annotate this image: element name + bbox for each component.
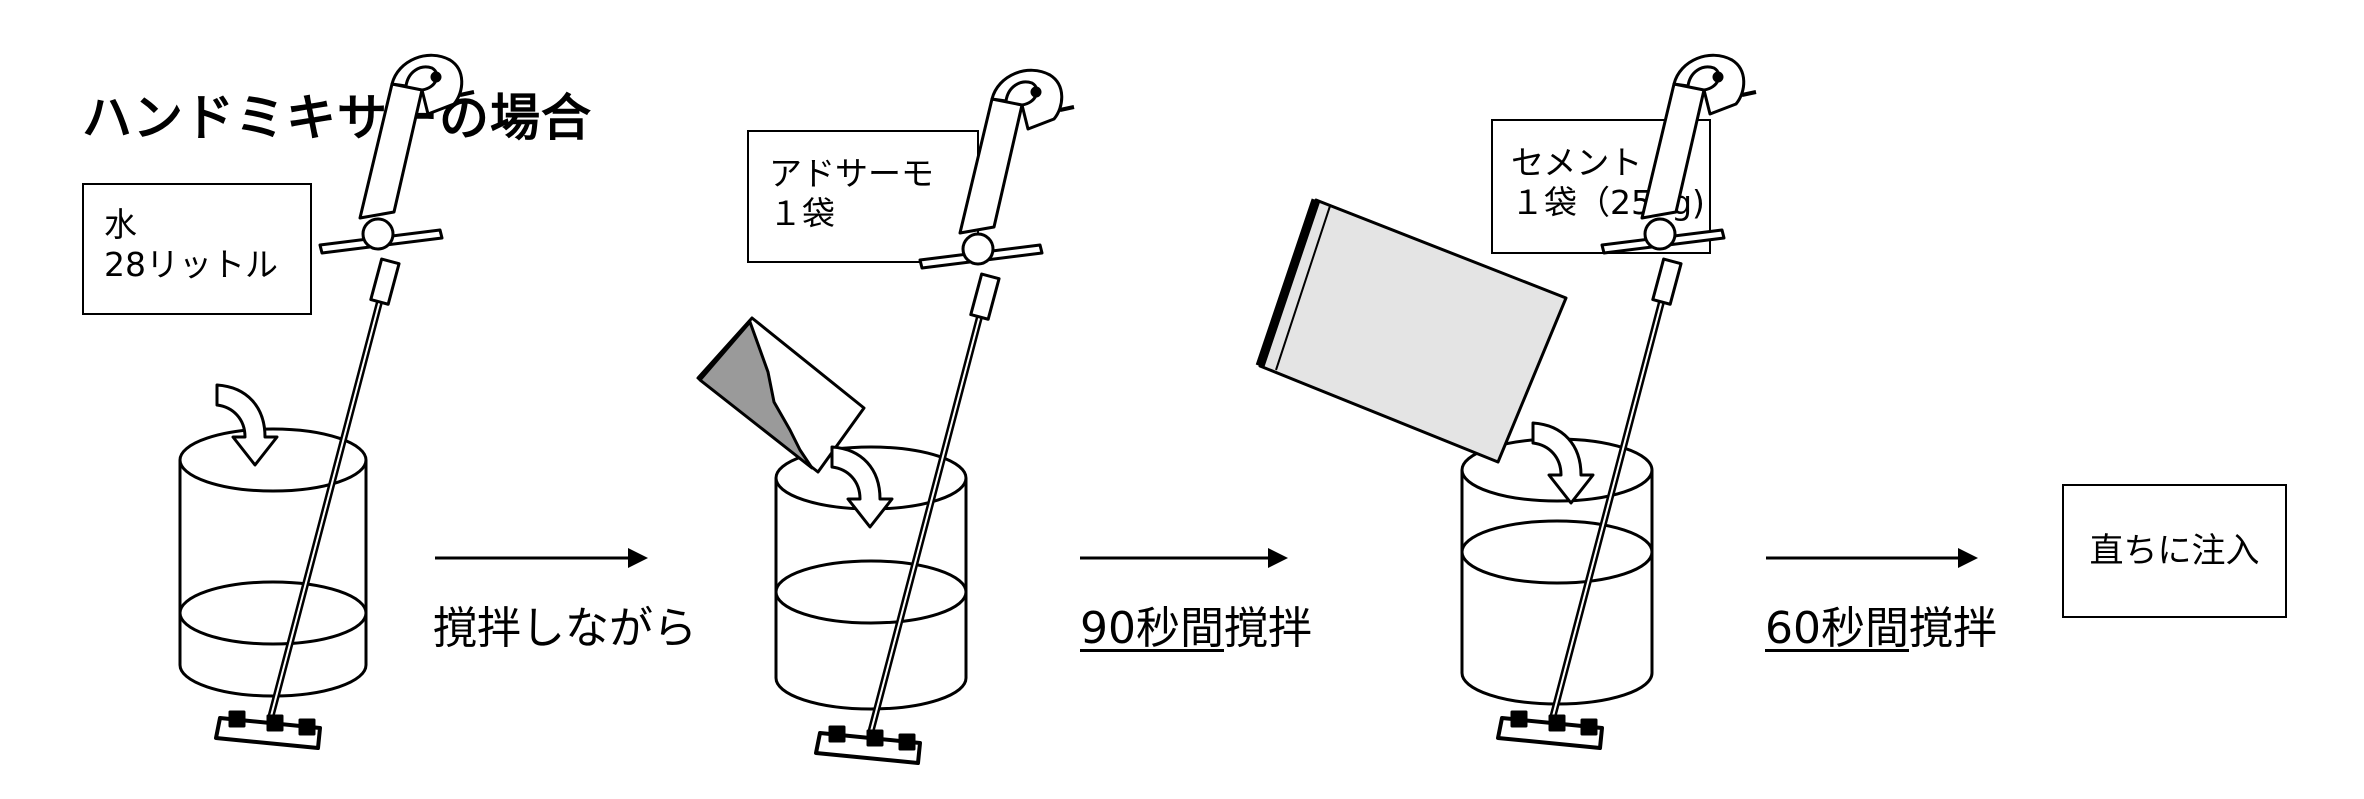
final-label: 直ちに注入 bbox=[2089, 531, 2260, 571]
mixer-3 bbox=[1498, 55, 1756, 748]
adthermo-amount: １袋 bbox=[769, 194, 835, 233]
water-amount: 28リットル bbox=[104, 245, 278, 284]
stir-60-label: 60秒間撹拌 bbox=[1765, 592, 1997, 656]
stir-90-label: 90秒間撹拌 bbox=[1080, 592, 1312, 656]
flow-arrow-1 bbox=[435, 548, 648, 568]
bucket-3 bbox=[1460, 437, 1654, 706]
final-box: 直ちに注入 bbox=[2062, 484, 2287, 618]
adthermo-bag bbox=[696, 316, 866, 474]
water-label: 水 bbox=[104, 205, 137, 244]
stir-90-time: 90秒間 bbox=[1080, 603, 1224, 654]
stir-60-action: 撹拌 bbox=[1909, 603, 1997, 654]
adthermo-box: アドサーモ １袋 bbox=[747, 130, 979, 263]
water-box: 水 28リットル bbox=[82, 183, 312, 315]
page-title: ハンドミキサーの場合 bbox=[82, 89, 592, 147]
stir-90-action: 撹拌 bbox=[1224, 603, 1312, 654]
adthermo-label: アドサーモ bbox=[769, 154, 934, 193]
bucket-1 bbox=[178, 427, 368, 698]
cement-bag bbox=[1255, 198, 1568, 464]
stir-label: 撹拌しながら bbox=[433, 592, 697, 656]
stir-while-text: 撹拌しながら bbox=[433, 603, 697, 654]
flow-arrow-2 bbox=[1080, 548, 1288, 568]
flow-arrow-3 bbox=[1766, 548, 1978, 568]
stir-60-time: 60秒間 bbox=[1765, 603, 1909, 654]
cement-label: セメント bbox=[1511, 143, 1643, 182]
